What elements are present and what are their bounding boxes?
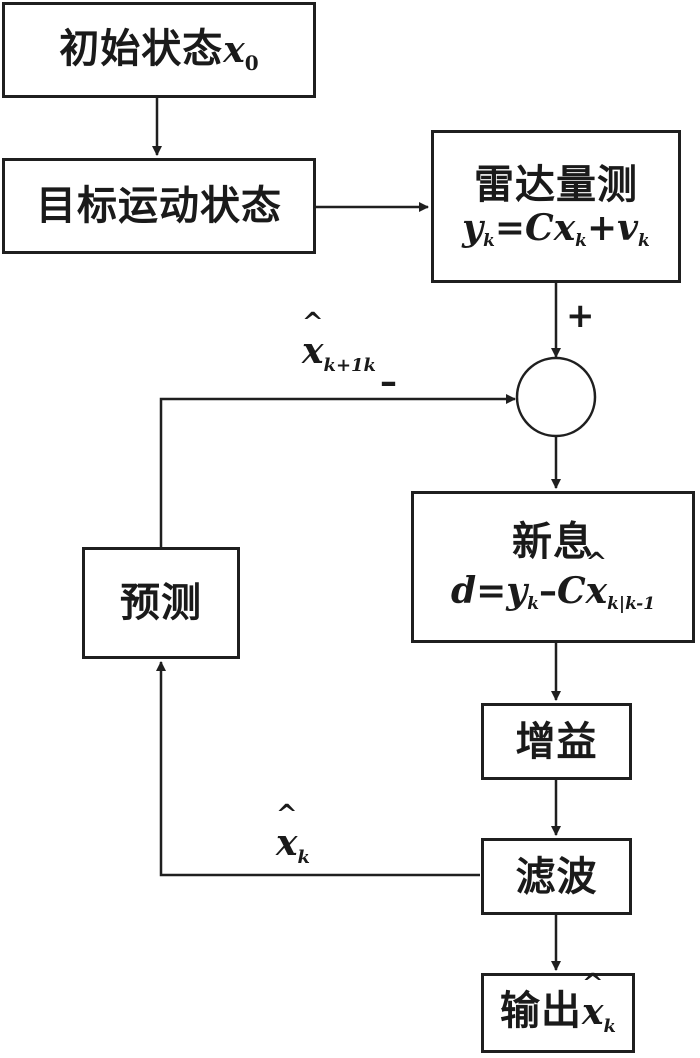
prediction-estimate-label: xk+1k xyxy=(302,330,376,376)
filter-estimate-label: xk xyxy=(276,822,310,868)
gain-label: 增益 xyxy=(515,717,598,765)
target-motion-box: 目标运动状态 xyxy=(2,158,316,254)
output-label: 输出 xyxy=(500,987,583,1035)
initial-state-box: 初始状态x0 xyxy=(2,2,316,98)
output-var: x xyxy=(582,991,603,1033)
innovation-equation: d=yk–Cxk|k-1 xyxy=(451,570,655,615)
innovation-title: 新息 xyxy=(512,518,594,566)
target-motion-label: 目标运动状态 xyxy=(36,182,282,229)
initial-state-label: 初始状态 xyxy=(59,24,224,72)
prediction-label: 预测 xyxy=(120,579,202,626)
output-sub: k xyxy=(603,1016,616,1038)
radar-measurement-box: 雷达量测 yk=Cxk+vk xyxy=(431,130,681,283)
minus-sign: – xyxy=(380,362,397,402)
arrow-filter-to-predict xyxy=(156,661,480,877)
prediction-box: 预测 xyxy=(82,547,240,659)
output-box: 输出xk xyxy=(481,973,635,1053)
initial-state-sub: 0 xyxy=(244,50,259,75)
radar-measurement-equation: yk=Cxk+vk xyxy=(462,206,650,251)
filter-label: 滤波 xyxy=(515,852,598,900)
summing-junction xyxy=(515,356,597,438)
radar-measurement-title: 雷达量测 xyxy=(474,160,638,208)
gain-box: 增益 xyxy=(481,703,632,780)
filter-box: 滤波 xyxy=(481,838,632,915)
innovation-box: 新息 d=yk–Cxk|k-1 xyxy=(411,491,695,643)
plus-sign: + xyxy=(566,296,595,336)
initial-state-var: x xyxy=(223,28,245,71)
arrow-predict-to-sum xyxy=(159,394,516,547)
